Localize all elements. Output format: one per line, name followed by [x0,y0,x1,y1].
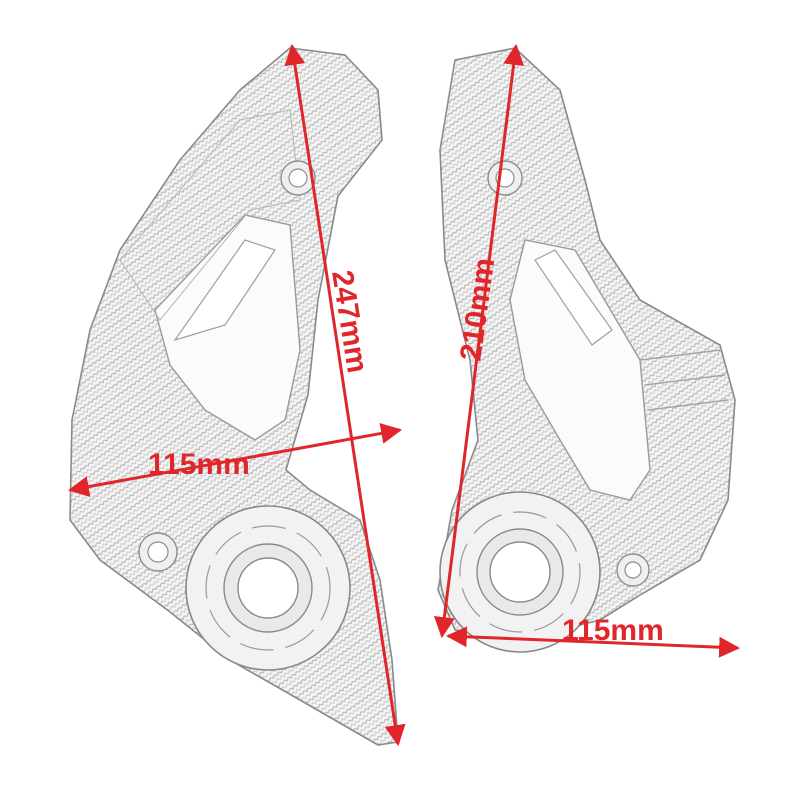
left-height-arrow [284,43,406,747]
right-bolt-hole-side [616,553,650,587]
left-width-arrow [67,423,403,497]
right-cover-cutout [509,239,651,501]
right-width-label: 115mm [562,614,664,647]
left-sprocket-ring [185,505,351,671]
right-cover-slot [534,249,613,346]
dimension-annotations: 247mm 115mm 210mm 115mm [67,43,741,747]
left-cover-slot [173,239,276,342]
left-bolt-hole-side [138,532,178,572]
right-cover-stripes [639,349,729,411]
left-frame-cover [69,47,399,746]
right-height-arrow [433,43,525,639]
right-bolt-hole-top [487,160,523,196]
left-width-label: 115mm [148,448,250,481]
right-width-arrow [445,626,741,658]
